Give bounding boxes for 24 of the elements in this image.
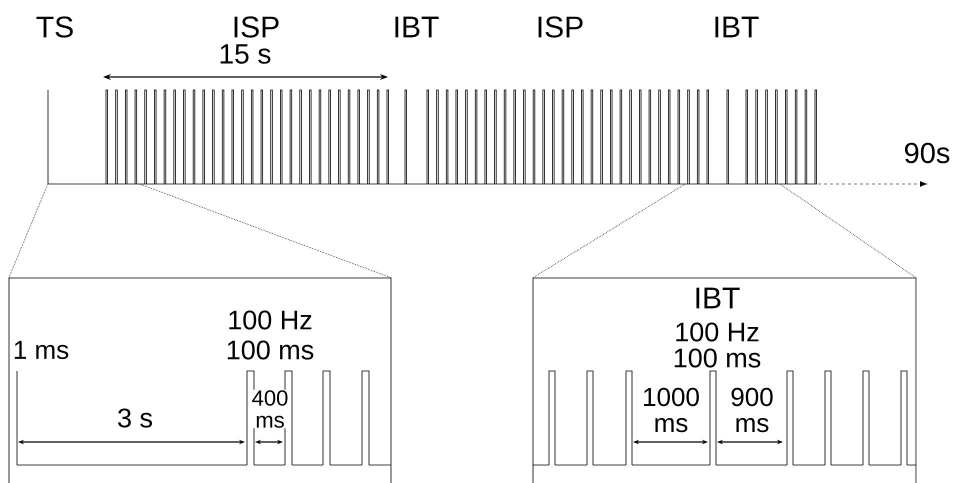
zoom-panel <box>532 278 916 483</box>
phase-label: IBT <box>395 16 439 38</box>
frequency-label: 100 Hz <box>674 322 760 342</box>
pulse-train-drawing <box>48 90 818 184</box>
dimension-label: 3 s <box>116 408 154 428</box>
phase-label: IBT <box>715 16 759 38</box>
phase-label: ISP <box>234 16 279 38</box>
dimension-label: 1 ms <box>12 340 70 360</box>
dimension-label: 900 ms <box>720 387 784 433</box>
duration-label: 100 ms <box>225 340 315 360</box>
dimension-label: 15 s <box>220 44 270 64</box>
leader-line <box>532 184 686 278</box>
phase-label: ISP <box>538 16 583 38</box>
leader-line <box>780 184 917 278</box>
phase-label: TS <box>36 16 73 38</box>
zoom-panel <box>8 278 392 483</box>
frequency-label: 100 Hz <box>226 310 314 330</box>
leader-line <box>140 184 392 278</box>
duration-label: 100 ms <box>672 348 762 368</box>
dimension-label: 400 ms <box>250 390 290 428</box>
leader-line <box>8 184 48 278</box>
time-label: 90s <box>905 142 950 164</box>
panel-title: IBT <box>693 287 741 309</box>
dimension-label: 1000 ms <box>640 387 702 433</box>
